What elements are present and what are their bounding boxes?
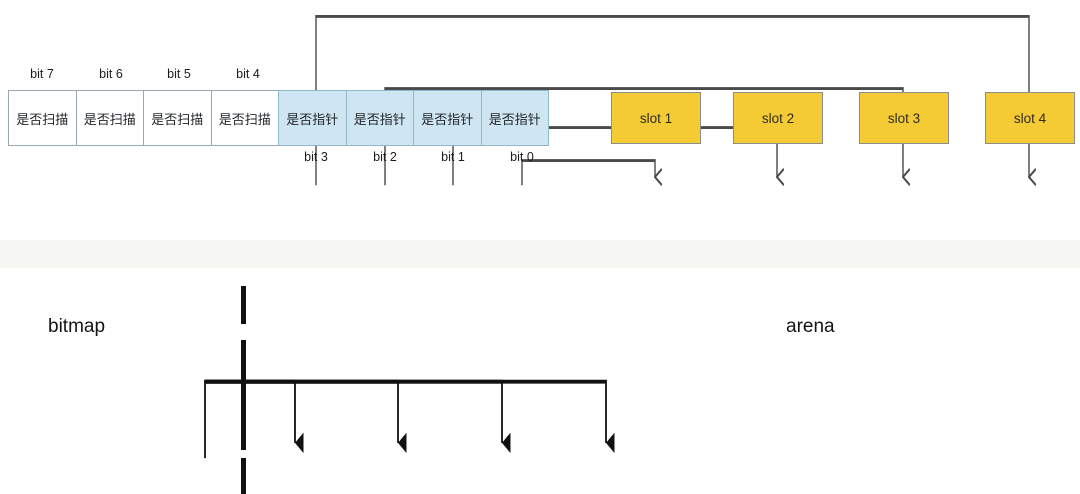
bit-cell-5[interactable]: 是否扫描 — [143, 90, 212, 146]
bit-label-below-3: bit 3 — [304, 150, 328, 164]
bit-cell-4[interactable]: 是否扫描 — [210, 90, 279, 146]
bit-cell-7[interactable]: 是否扫描 — [8, 90, 77, 146]
bit-cell-6[interactable]: 是否扫描 — [75, 90, 144, 146]
bit-label-below-2: bit 2 — [373, 150, 397, 164]
bitmap-arena-divider-top — [241, 286, 246, 324]
bit-cell-3[interactable]: 是否指针 — [278, 90, 347, 146]
bitmap-arena-divider-mid — [241, 340, 246, 450]
bit-cell-1[interactable]: 是否指针 — [413, 90, 482, 146]
slot-box-4[interactable]: slot 4 — [985, 92, 1075, 144]
bit-cell-2[interactable]: 是否指针 — [345, 90, 414, 146]
bitmap-label: bitmap — [48, 316, 106, 337]
bottom-wires — [204, 379, 615, 459]
bit-cell-0[interactable]: 是否指针 — [480, 90, 549, 146]
bit-cell-row: 是否扫描 是否扫描 是否扫描 是否扫描 是否指针 是否指针 是否指针 是否指针 — [8, 90, 549, 146]
arena-label: arena — [786, 316, 835, 337]
section-separator-band — [0, 240, 1080, 268]
bit-label-above-2: bit 5 — [167, 67, 191, 81]
bit-label-below-1: bit 1 — [441, 150, 465, 164]
bit-label-above-3: bit 4 — [236, 67, 260, 81]
bit-label-below-0: bit 0 — [510, 150, 534, 164]
slot-box-1[interactable]: slot 1 — [611, 92, 701, 144]
bitmap-arena-section: bitmap arena byte byte byte slot slot sl… — [0, 268, 1080, 494]
slot-box-3[interactable]: slot 3 — [859, 92, 949, 144]
bit-label-above-1: bit 6 — [99, 67, 123, 81]
slot-box-2[interactable]: slot 2 — [733, 92, 823, 144]
bit-label-above-0: bit 7 — [30, 67, 54, 81]
bitmap-arena-divider-bottom — [241, 458, 246, 494]
